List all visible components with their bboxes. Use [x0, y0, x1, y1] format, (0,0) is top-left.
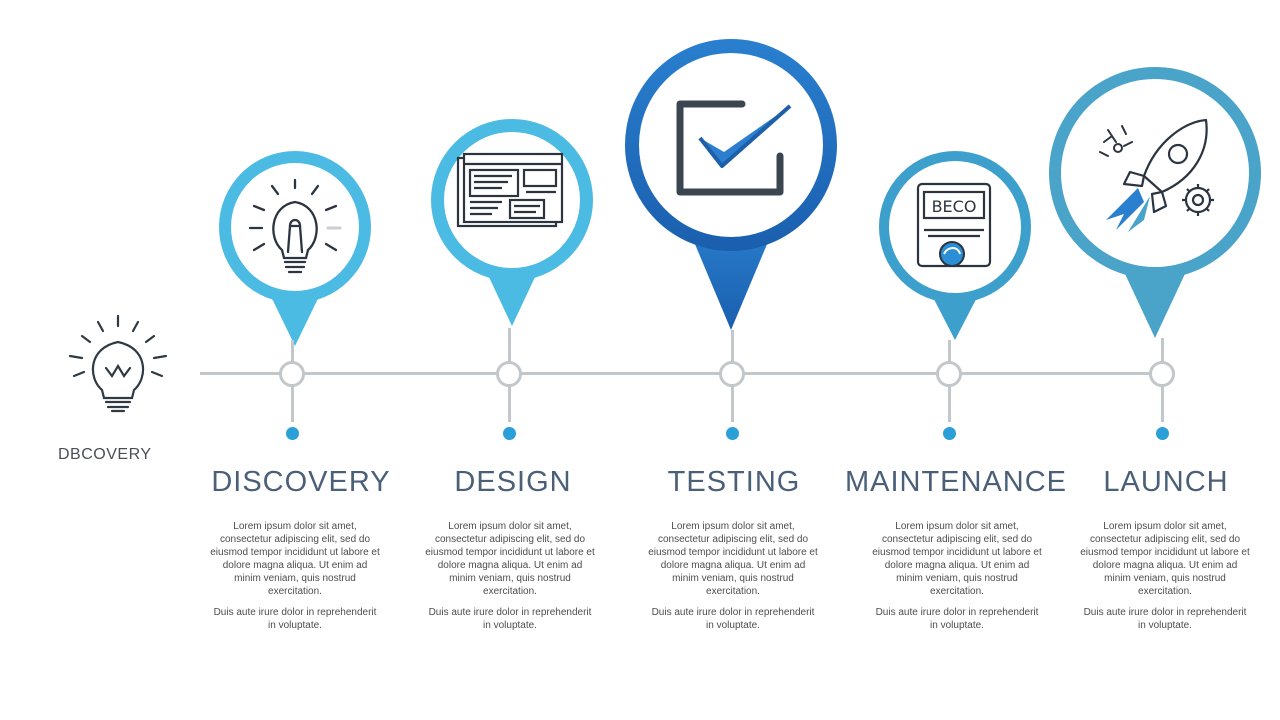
layout-icon [452, 150, 572, 240]
checkbox-icon [670, 96, 796, 200]
stem-bottom-maintenance [948, 386, 951, 422]
dot-launch [1156, 427, 1169, 440]
stem-top-design [508, 328, 511, 362]
stem-bottom-design [508, 386, 511, 422]
stage-desc-launch: Lorem ipsum dolor sit amet, consectetur … [1080, 520, 1250, 640]
timeline-node-launch[interactable] [1149, 361, 1175, 387]
stage-desc-testing: Lorem ipsum dolor sit amet, consectetur … [648, 520, 818, 640]
stage-note: Duis aute irure dolor in reprehenderit i… [213, 607, 377, 631]
stem-bottom-launch [1161, 386, 1164, 422]
lightbulb-icon [240, 172, 350, 282]
dot-maintenance [943, 427, 956, 440]
side-label: DBCOVERY [58, 446, 152, 463]
stem-top-maintenance [948, 340, 951, 362]
stem-top-launch [1161, 338, 1164, 362]
stage-note: Duis aute irure dolor in reprehenderit i… [1083, 607, 1247, 631]
dot-design [503, 427, 516, 440]
stem-top-discovery [291, 340, 294, 362]
device-text: BECO [932, 197, 977, 216]
timeline-node-testing[interactable] [719, 361, 745, 387]
timeline-node-design[interactable] [496, 361, 522, 387]
stage-title-discovery: DISCOVERY [211, 466, 391, 498]
stage-desc-design: Lorem ipsum dolor sit amet, consectetur … [425, 520, 595, 640]
stem-top-testing [731, 330, 734, 362]
stage-desc-maintenance: Lorem ipsum dolor sit amet, consectetur … [872, 520, 1042, 640]
stage-desc-discovery: Lorem ipsum dolor sit amet, consectetur … [210, 520, 380, 640]
timeline-node-maintenance[interactable] [936, 361, 962, 387]
dot-testing [726, 427, 739, 440]
stage-description: Lorem ipsum dolor sit amet, consectetur … [648, 521, 818, 597]
stage-description: Lorem ipsum dolor sit amet, consectetur … [210, 521, 380, 597]
stage-description: Lorem ipsum dolor sit amet, consectetur … [872, 521, 1042, 597]
stage-description: Lorem ipsum dolor sit amet, consectetur … [425, 521, 595, 597]
dot-discovery [286, 427, 299, 440]
side-lightbulb-icon [62, 312, 174, 422]
stage-title-maintenance: MAINTENANCE [844, 466, 1068, 498]
stage-title-design: DESIGN [454, 466, 572, 498]
device-icon: BECO [914, 180, 994, 270]
rocket-icon [1094, 112, 1224, 236]
stage-note: Duis aute irure dolor in reprehenderit i… [428, 607, 592, 631]
stage-description: Lorem ipsum dolor sit amet, consectetur … [1080, 521, 1250, 597]
stage-note: Duis aute irure dolor in reprehenderit i… [651, 607, 815, 631]
stem-bottom-discovery [291, 386, 294, 422]
stage-title-launch: LAUNCH [1103, 466, 1229, 498]
stem-bottom-testing [731, 386, 734, 422]
stage-note: Duis aute irure dolor in reprehenderit i… [875, 607, 1039, 631]
timeline-line [200, 372, 1160, 375]
timeline-node-discovery[interactable] [279, 361, 305, 387]
stage-title-testing: TESTING [667, 466, 801, 498]
